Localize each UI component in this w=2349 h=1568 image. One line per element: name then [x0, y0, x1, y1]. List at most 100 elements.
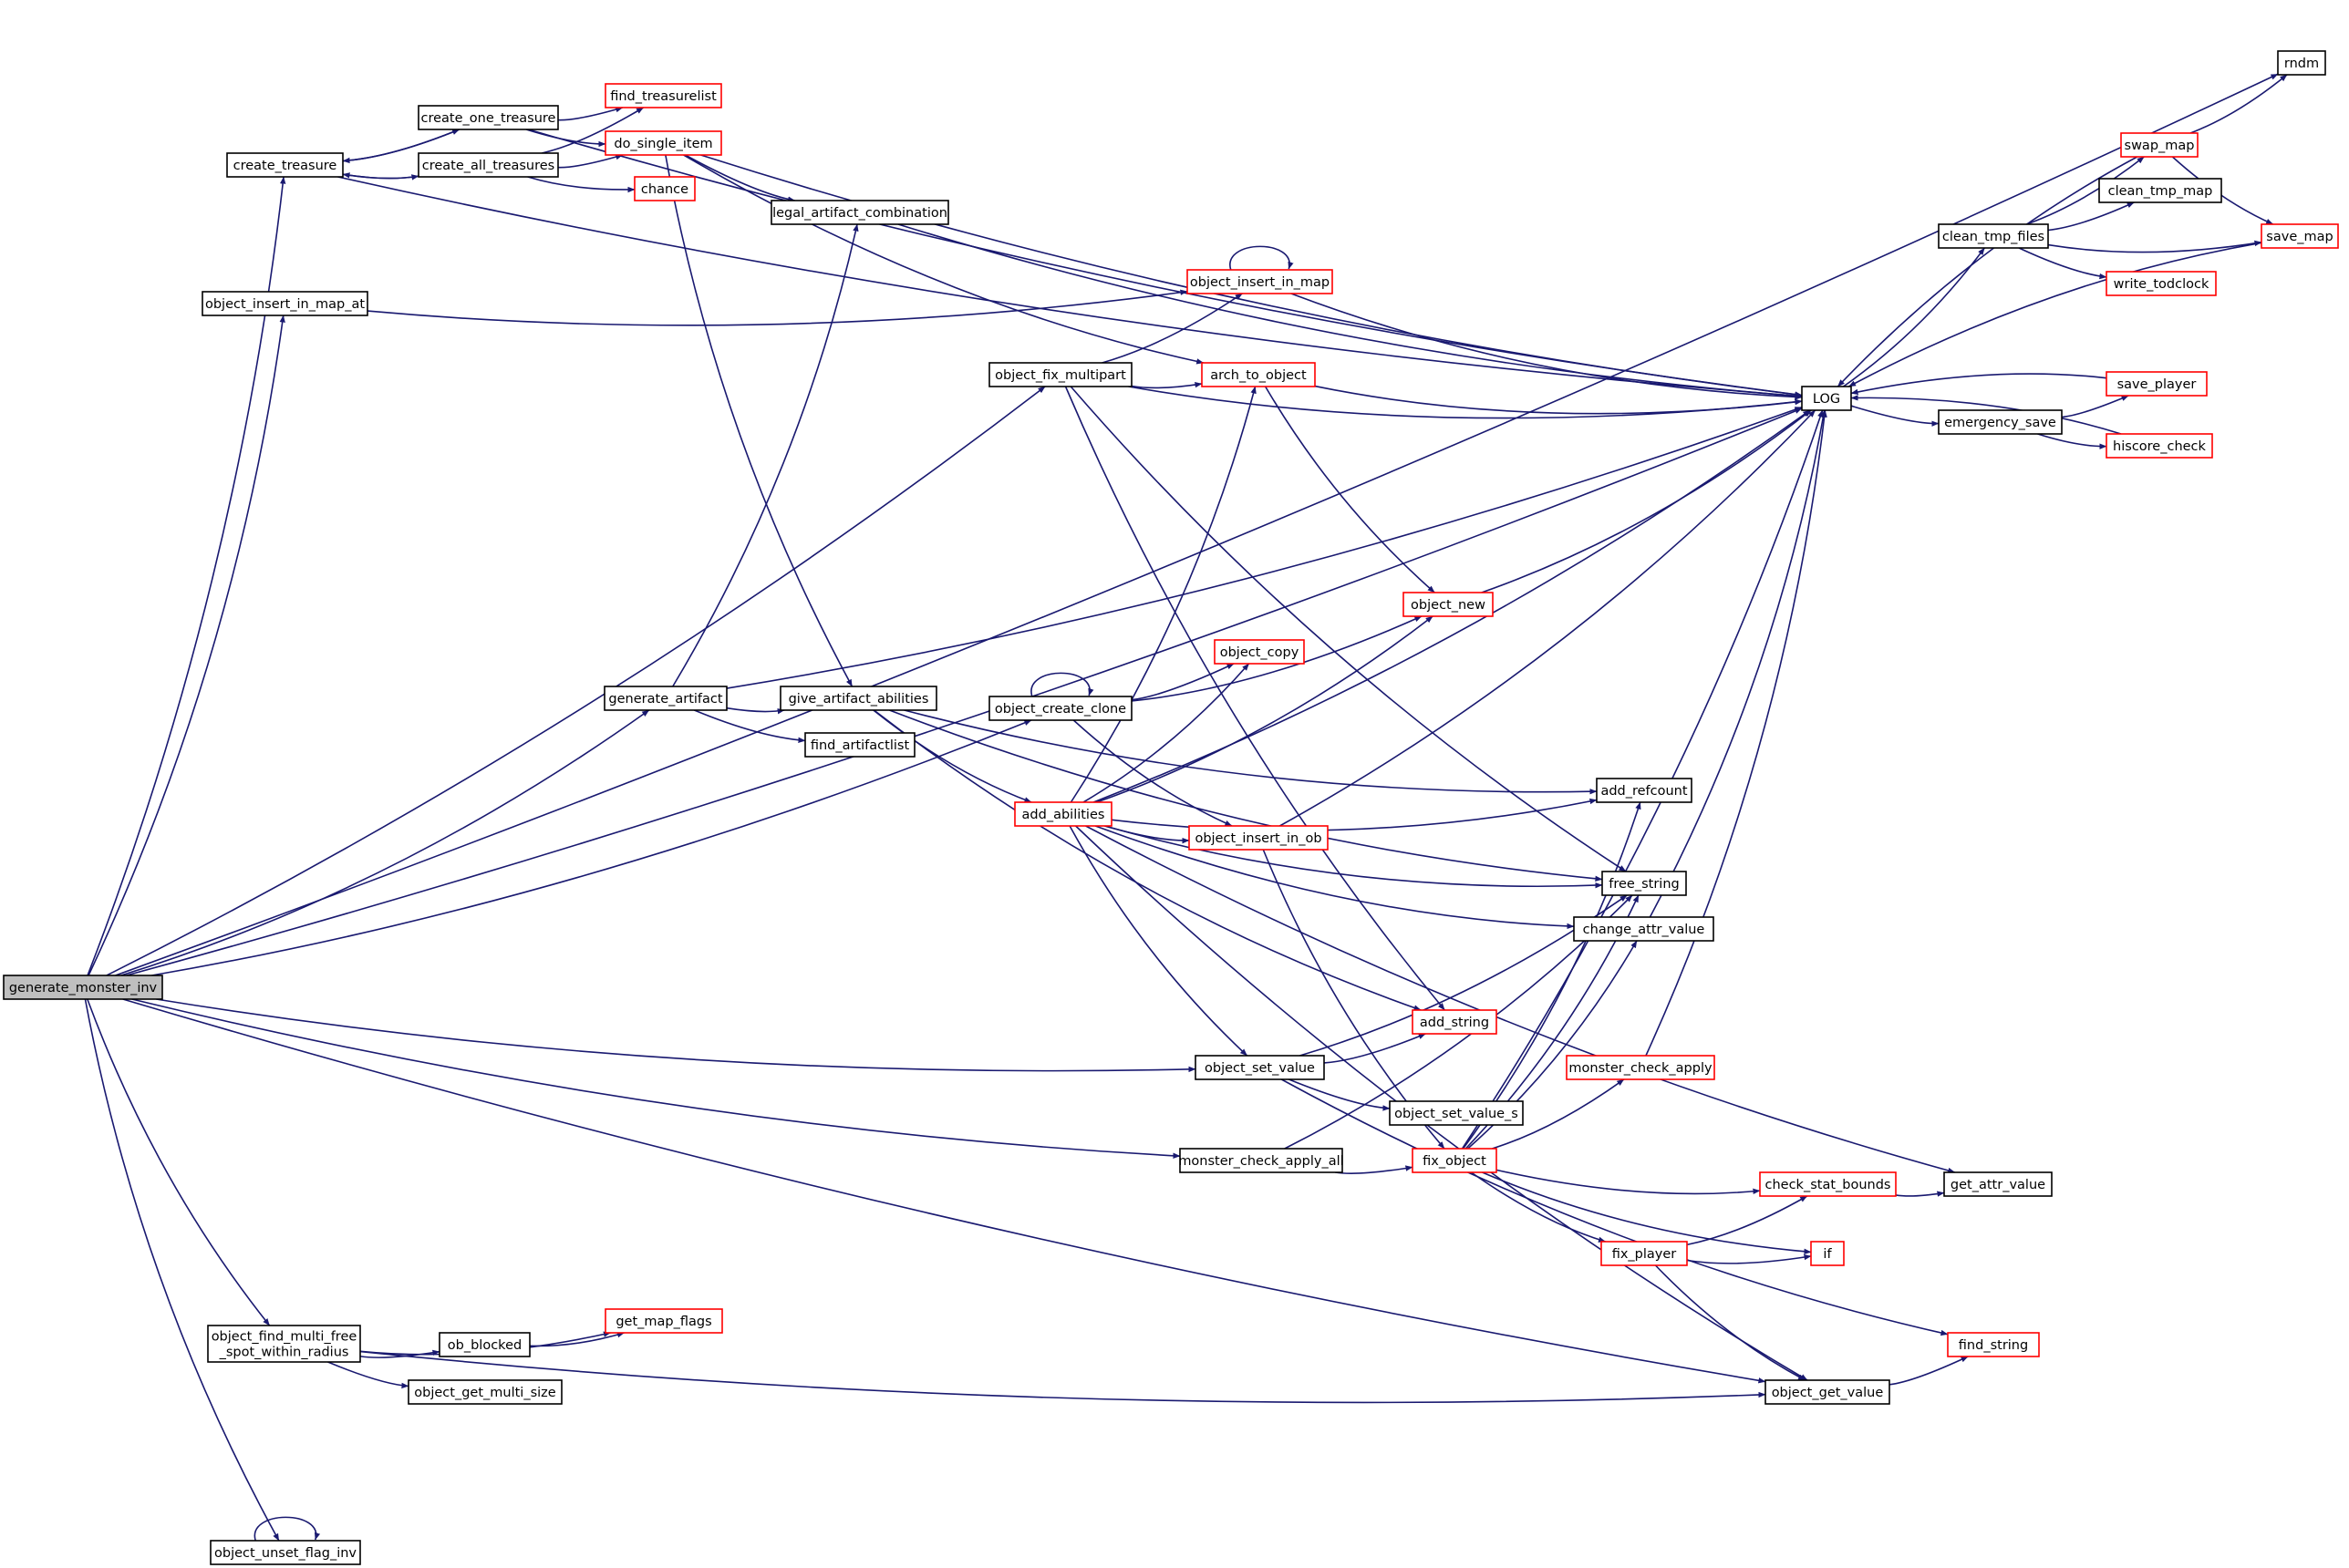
node-create_all_treasures[interactable]: create_all_treasures	[418, 152, 559, 178]
node-ob_blocked[interactable]: ob_blocked	[439, 1332, 531, 1357]
node-generate_artifact[interactable]: generate_artifact	[604, 686, 728, 711]
node-object_unset_flag_inv[interactable]: object_unset_flag_inv	[210, 1540, 361, 1565]
node-free_string[interactable]: free_string	[1601, 871, 1687, 896]
node-if[interactable]: if	[1810, 1241, 1845, 1266]
node-box	[439, 1332, 531, 1357]
node-box	[780, 686, 937, 711]
edge-clean_tmp_files-to-save_map	[2047, 240, 2262, 253]
node-add_refcount[interactable]: add_refcount	[1596, 778, 1692, 803]
node-write_todclock[interactable]: write_todclock	[2106, 271, 2217, 296]
node-object_insert_in_ob[interactable]: object_insert_in_ob	[1188, 825, 1329, 851]
node-label: hiscore_check	[2113, 439, 2206, 454]
node-box	[988, 696, 1133, 721]
node-chance[interactable]: chance	[634, 176, 696, 201]
node-find_string[interactable]: find_string	[1947, 1332, 2040, 1357]
node-label: rndm	[2284, 57, 2319, 71]
node-create_one_treasure[interactable]: create_one_treasure	[418, 105, 559, 130]
edge-object_fix_multipart-to-free_string	[1070, 386, 1627, 872]
edge-hiscore_check-to-LOG	[1850, 395, 2122, 435]
edge-object_insert_in_map_at-to-object_insert_in_map	[367, 289, 1188, 326]
node-label: change_attr_value	[1583, 923, 1705, 937]
node-label: monster_check_apply_all	[1178, 1154, 1343, 1169]
edge-generate_monster_inv-to-object_unset_flag_inv	[84, 998, 280, 1542]
node-give_artifact_abilities[interactable]: give_artifact_abilities	[780, 686, 937, 711]
edge-add_abilities-to-change_attr_value	[1094, 825, 1575, 930]
node-box	[226, 152, 344, 178]
edge-object_new-to-LOG	[1481, 409, 1812, 593]
node-label: object_fix_multipart	[995, 368, 1126, 383]
node-box	[2120, 132, 2199, 158]
node-box	[1566, 1055, 1715, 1080]
node-box	[605, 1308, 723, 1334]
edge-do_single_item-to-legal_artifact_combination	[685, 154, 796, 202]
node-emergency_save[interactable]: emergency_save	[1938, 409, 2063, 435]
node-save_player[interactable]: save_player	[2106, 371, 2208, 397]
node-object_find_multi_free_spot_within_radius[interactable]: object_find_multi_free_spot_within_radiu…	[207, 1325, 361, 1363]
node-object_copy[interactable]: object_copy	[1214, 639, 1305, 665]
node-rndm[interactable]: rndm	[2277, 50, 2326, 76]
node-legal_artifact_combination[interactable]: legal_artifact_combination	[771, 200, 949, 225]
node-box	[804, 732, 916, 758]
node-save_map[interactable]: save_map	[2261, 223, 2339, 249]
node-object_insert_in_map[interactable]: object_insert_in_map	[1186, 269, 1333, 294]
node-box	[1764, 1379, 1890, 1405]
node-add_abilities[interactable]: add_abilities	[1014, 801, 1112, 827]
edge-generate_monster_inv-to-LOG	[126, 407, 1803, 976]
node-box	[1596, 778, 1692, 803]
node-box	[207, 1325, 361, 1363]
node-object_insert_in_map_at[interactable]: object_insert_in_map_at	[202, 291, 368, 316]
node-LOG[interactable]: LOG	[1801, 386, 1852, 411]
node-label: add_string	[1420, 1016, 1489, 1030]
node-add_string[interactable]: add_string	[1412, 1009, 1497, 1035]
node-generate_monster_inv[interactable]: generate_monster_inv	[3, 975, 163, 1000]
edge-emergency_save-to-save_player	[2061, 395, 2129, 418]
node-object_fix_multipart[interactable]: object_fix_multipart	[988, 362, 1133, 387]
node-object_set_value_s[interactable]: object_set_value_s	[1389, 1100, 1524, 1126]
edge-object_get_value-to-find_string	[1889, 1356, 1969, 1386]
node-label: object_insert_in_map	[1190, 275, 1330, 290]
node-clean_tmp_files[interactable]: clean_tmp_files	[1938, 223, 2049, 249]
node-label: write_todclock	[2114, 277, 2209, 292]
node-clean_tmp_map[interactable]: clean_tmp_map	[2098, 178, 2222, 203]
node-label: generate_monster_inv	[9, 981, 158, 995]
node-get_attr_value[interactable]: get_attr_value	[1943, 1171, 2053, 1197]
node-change_attr_value[interactable]: change_attr_value	[1573, 916, 1714, 942]
node-monster_check_apply_all[interactable]: monster_check_apply_all	[1178, 1148, 1344, 1173]
edge-object_find_multi_free_spot_within_radius-to-object_get_multi_size	[327, 1361, 409, 1389]
edge-do_single_item-to-arch_to_object	[683, 154, 1205, 365]
node-get_map_flags[interactable]: get_map_flags	[605, 1308, 723, 1334]
edge-fix_object-to-if	[1482, 1171, 1812, 1254]
node-check_stat_bounds[interactable]: check_stat_bounds	[1759, 1171, 1897, 1197]
node-find_artifactlist[interactable]: find_artifactlist	[804, 732, 916, 758]
node-label: object_set_value	[1205, 1061, 1315, 1076]
node-fix_object[interactable]: fix_object	[1412, 1148, 1497, 1173]
node-box	[2106, 371, 2208, 397]
node-fix_player[interactable]: fix_player	[1600, 1241, 1688, 1266]
node-box	[2106, 433, 2213, 459]
node-label: legal_artifact_combination	[772, 206, 947, 221]
node-hiscore_check[interactable]: hiscore_check	[2106, 433, 2213, 459]
edge-monster_check_apply_all-to-fix_object	[1335, 1165, 1413, 1174]
node-object_new[interactable]: object_new	[1402, 592, 1494, 617]
node-swap_map[interactable]: swap_map	[2120, 132, 2199, 158]
node-arch_to_object[interactable]: arch_to_object	[1201, 362, 1316, 387]
node-monster_check_apply[interactable]: monster_check_apply	[1566, 1055, 1715, 1080]
edge-fix_player-to-if	[1686, 1253, 1812, 1264]
node-create_treasure[interactable]: create_treasure	[226, 152, 344, 178]
node-box	[1601, 871, 1687, 896]
node-box	[1389, 1100, 1524, 1126]
node-box	[771, 200, 949, 225]
edge-clean_tmp_files-to-write_todclock	[2018, 247, 2107, 280]
node-object_set_value[interactable]: object_set_value	[1195, 1055, 1325, 1080]
edge-add_abilities-to-object_set_value	[1069, 825, 1248, 1057]
node-label: emergency_save	[1944, 416, 2056, 430]
edge-give_artifact_abilities-to-add_string	[873, 709, 1422, 1011]
node-object_get_multi_size[interactable]: object_get_multi_size	[408, 1379, 563, 1405]
node-object_get_value[interactable]: object_get_value	[1764, 1379, 1890, 1405]
node-find_treasurelist[interactable]: find_treasurelist	[605, 83, 722, 108]
edge-generate_artifact-to-find_artifactlist	[693, 709, 806, 744]
node-do_single_item[interactable]: do_single_item	[605, 130, 722, 156]
node-object_create_clone[interactable]: object_create_clone	[988, 696, 1133, 721]
edge-object_unset_flag_inv-to-object_unset_flag_inv	[254, 1516, 321, 1542]
node-box	[1801, 386, 1852, 411]
